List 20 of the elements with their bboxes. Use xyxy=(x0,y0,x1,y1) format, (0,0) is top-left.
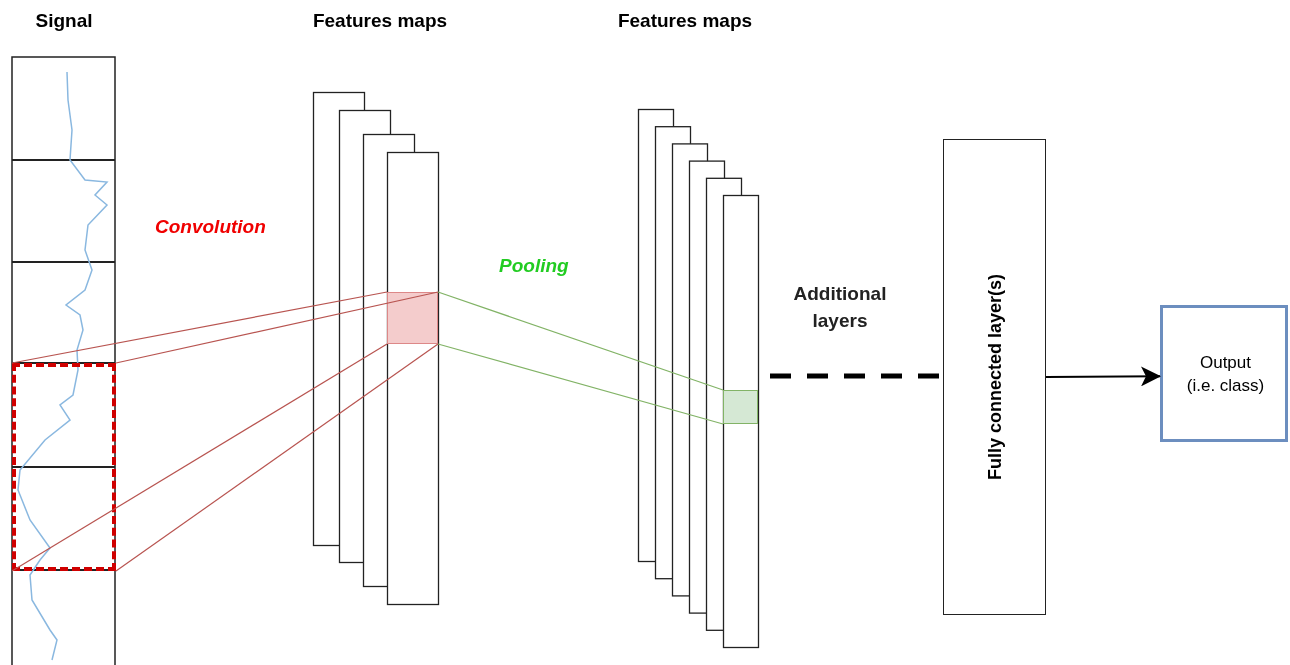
highlight-patch xyxy=(723,390,758,424)
projection-line xyxy=(11,291,388,364)
projection-line xyxy=(11,343,388,572)
layers-label: Additional layers xyxy=(792,282,888,333)
operation-label: Pooling xyxy=(499,255,569,277)
arrow xyxy=(1045,366,1161,387)
layer-label: Fully connected layer(s) xyxy=(984,273,1005,481)
dashed-window xyxy=(12,363,116,571)
stack-heading: Features maps xyxy=(617,10,753,32)
column-heading: Signal xyxy=(35,10,93,32)
layer-box xyxy=(943,139,1046,615)
projection-line xyxy=(437,343,724,425)
stack-heading: Features maps xyxy=(312,10,448,32)
projection-line xyxy=(115,291,439,364)
output-label: Output (i.e. class) xyxy=(1185,351,1266,397)
operation-label: Convolution xyxy=(155,216,266,238)
output-box xyxy=(1160,305,1288,442)
projection-line xyxy=(115,343,439,572)
projection-line xyxy=(437,291,724,391)
highlight-patch xyxy=(387,292,438,344)
